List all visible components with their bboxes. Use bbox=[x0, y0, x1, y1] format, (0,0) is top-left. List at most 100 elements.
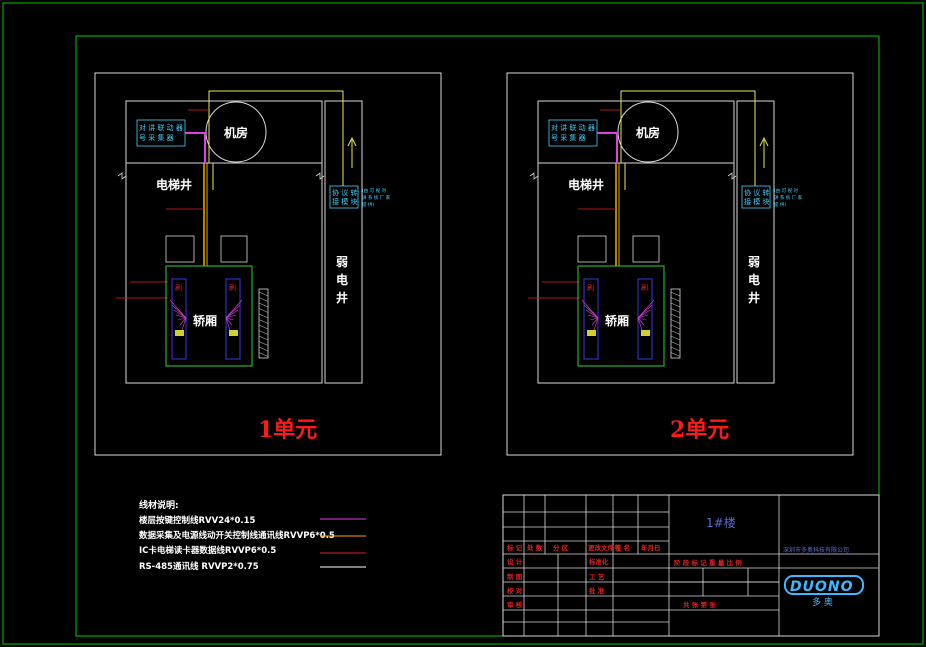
elevator-shaft-label: 电梯井 bbox=[156, 177, 192, 192]
tb-row-check: 校 对 bbox=[507, 586, 523, 595]
counterweight-hatch bbox=[670, 324, 681, 330]
fan-wire-left bbox=[173, 309, 187, 319]
counterweight-hatch bbox=[258, 352, 269, 357]
elevator-car-box bbox=[577, 265, 665, 367]
protocol-converter-label: 协 议 转接 模 块 bbox=[332, 188, 357, 206]
rs485-cable-route bbox=[208, 90, 344, 186]
tb-header-date: 年月日 bbox=[641, 543, 661, 552]
elevator-shaft-box bbox=[537, 100, 735, 384]
elevator-shaft-label: 电梯井 bbox=[568, 177, 604, 192]
terminal-block-left bbox=[587, 330, 596, 336]
tb-row-review: 审 核 bbox=[507, 600, 523, 609]
counterweight-hatch bbox=[258, 291, 269, 297]
counterweight-hatch bbox=[258, 341, 269, 346]
tb-bottom-row: 共 张 第 张 bbox=[683, 600, 716, 609]
fan-wire-right bbox=[637, 317, 645, 326]
reader-controller-left bbox=[165, 235, 195, 263]
fan-wire-right bbox=[225, 317, 233, 326]
counterweight-hatch bbox=[258, 313, 269, 319]
fan-wire-right bbox=[637, 299, 655, 319]
fan-wire-right bbox=[225, 309, 239, 319]
break-mark-right bbox=[727, 172, 737, 180]
tb-header-mark: 标 记 bbox=[506, 543, 523, 552]
counterweight-hatch bbox=[258, 324, 269, 330]
reader-controller-right bbox=[632, 235, 660, 263]
weak-current-shaft-label: 弱电井 bbox=[336, 254, 348, 305]
button-cable-route bbox=[185, 132, 206, 163]
button-panel-right bbox=[637, 278, 653, 360]
tb-mid-standard: 标准化 bbox=[588, 557, 609, 566]
counterweight-hatch bbox=[670, 308, 681, 313]
machine-room-label: 机房 bbox=[636, 125, 660, 140]
fan-wire-left bbox=[581, 299, 599, 319]
counterweight-hatch bbox=[670, 346, 681, 352]
fan-wire-right bbox=[225, 317, 231, 331]
supplier-note: (由 可 视 对讲 系 统 厂 家提 供) bbox=[774, 187, 803, 208]
break-mark-right bbox=[315, 172, 325, 180]
inner-frame bbox=[75, 35, 880, 637]
counterweight-hatch bbox=[670, 335, 681, 341]
tb-company: 深圳市多奥科技有限公司 bbox=[783, 546, 849, 554]
button-panel-left bbox=[171, 278, 187, 360]
fan-wire-right bbox=[637, 317, 647, 321]
reader-controller-right bbox=[220, 235, 248, 263]
elevator-car-label: 轿厢 bbox=[605, 313, 629, 328]
supplier-note: (由 可 视 对讲 系 统 厂 家提 供) bbox=[362, 187, 391, 208]
elevator-shaft-box bbox=[125, 100, 323, 384]
fan-wire-left bbox=[583, 304, 599, 319]
signal-arrow-head bbox=[347, 136, 357, 147]
legend-heading: 线材说明: bbox=[139, 499, 179, 511]
counterweight-hatch bbox=[258, 335, 269, 341]
tb-header-zone: 分 区 bbox=[553, 543, 569, 552]
fan-wire-left bbox=[181, 317, 187, 331]
machine-room-label: 机房 bbox=[224, 125, 248, 140]
building-outline bbox=[94, 72, 442, 456]
company-logo: DUONO 多 奥 bbox=[784, 575, 864, 608]
legend-item-4: RS-485通讯线 RVVP2*0.75 bbox=[139, 561, 259, 572]
tb-row-draw: 制 图 bbox=[507, 572, 523, 581]
unit-title: 1单元 bbox=[258, 417, 317, 443]
card-reader-right-label: 刷 bbox=[229, 284, 236, 292]
fan-wire-left bbox=[169, 299, 187, 319]
signal-arrow-head bbox=[759, 136, 769, 147]
unit-title: 2单元 bbox=[670, 417, 729, 443]
counterweight-hatch bbox=[670, 291, 681, 297]
protocol-converter-box bbox=[329, 185, 359, 209]
card-reader-right-label: 刷 bbox=[641, 284, 648, 292]
legend-item-2: 数据采集及电源线动开关控制线通讯线RVVP6*0.5 bbox=[139, 530, 335, 541]
fan-wire-left bbox=[171, 304, 187, 319]
building-outline bbox=[506, 72, 854, 456]
card-reader-left-label: 刷 bbox=[587, 284, 594, 292]
counterweight-hatch bbox=[670, 313, 681, 319]
tb-row-design: 设 计 bbox=[507, 557, 523, 566]
weak-current-shaft-label: 弱电井 bbox=[748, 254, 760, 305]
terminal-block-right bbox=[641, 330, 650, 336]
tb-stage-row: 阶 段 标 记 重 量 比 例 bbox=[674, 558, 742, 567]
logo-sub: 多 奥 bbox=[812, 596, 833, 608]
counterweight-hatch bbox=[670, 319, 681, 324]
button-cable-route bbox=[597, 132, 618, 163]
protocol-converter-label: 协 议 转接 模 块 bbox=[744, 188, 769, 206]
legend-item-1: 楼层按键控制线RVV24*0.15 bbox=[139, 515, 256, 526]
tb-mid-approve: 批 准 bbox=[589, 586, 605, 595]
fan-wire-left bbox=[177, 317, 187, 321]
counterweight-hatch bbox=[670, 352, 681, 357]
sensor-collector-label: 对 讲 联 动 器号 采 集 器 bbox=[139, 123, 183, 142]
fan-wire-right bbox=[637, 309, 651, 319]
protocol-converter-box bbox=[741, 185, 771, 209]
tb-mid-process: 工 艺 bbox=[589, 572, 605, 581]
button-panel-left bbox=[583, 278, 599, 360]
logo-text: DUONO bbox=[790, 579, 854, 595]
fan-wire-right bbox=[225, 314, 237, 319]
fan-wire-right bbox=[225, 317, 235, 321]
fan-wire-right bbox=[637, 304, 653, 319]
rs485-cable-route bbox=[620, 90, 756, 186]
legend-item-3: IC卡电梯读卡器数据线RVVP6*0.5 bbox=[139, 545, 276, 556]
fan-wire-left bbox=[589, 317, 599, 321]
tb-header-doc: 更改文件号 bbox=[588, 543, 621, 552]
card-reader-left-label: 刷 bbox=[175, 284, 182, 292]
counterweight-hatch bbox=[670, 341, 681, 346]
